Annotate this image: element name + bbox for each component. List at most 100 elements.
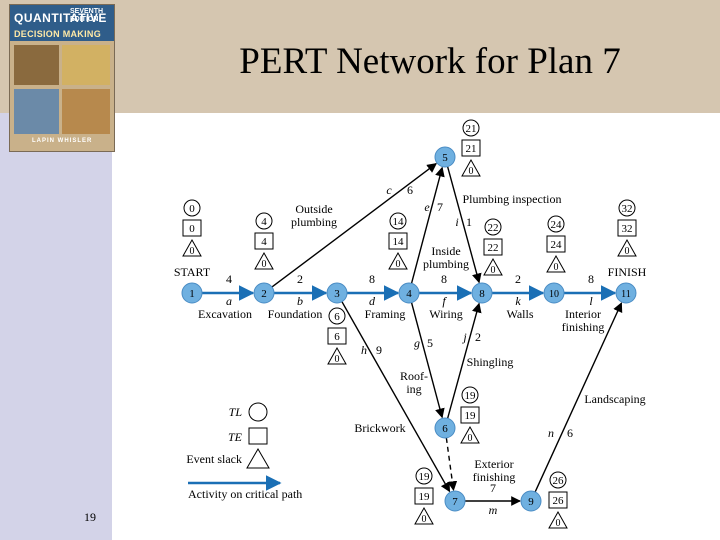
activity-name: Roof- [400,369,428,383]
event-te-value: 19 [465,410,477,422]
activity-arrow-6-7 [446,438,453,490]
activity-name: Brickwork [354,421,405,435]
event-label: FINISH [608,265,647,279]
event-te-value: 32 [622,223,633,235]
activity-letter: g [414,336,420,350]
activity-name: Foundation [268,307,323,321]
event-tl-value: 22 [488,222,499,234]
event-tl-value: 14 [393,216,405,228]
event-number: 3 [334,288,340,300]
activity-letter: c [386,183,392,197]
activity-time: 1 [466,215,472,229]
event-slack-value: 0 [396,259,401,270]
activity-name: Shingling [467,355,514,369]
event-slack-value: 0 [554,262,559,273]
activity-name: Inside [431,244,460,258]
activity-letter: b [297,294,303,308]
activity-time: 4 [226,272,232,286]
event-label: START [174,265,211,279]
activity-time: 2 [475,330,481,344]
legend-tl-circle [249,403,267,421]
event-number: 4 [406,288,412,300]
activity-time: 8 [588,272,594,286]
legend: TL TE Event slackActivity on critical path [186,403,302,501]
activity-name: Landscaping [584,392,645,406]
activity-time: 2 [297,272,303,286]
activity-letter: e [424,200,430,214]
event-tl-value: 6 [334,311,340,323]
activity-letter: d [369,294,376,308]
activity-time: 7 [437,200,443,214]
event-slack-value: 0 [556,518,561,529]
activity-letter: h [361,343,367,357]
activity-name: finishing [473,470,516,484]
event-slack-value: 0 [422,514,427,525]
activity-time: 5 [427,336,433,350]
activity-time: 6 [567,426,573,440]
activity-time: 8 [441,272,447,286]
event-te-value: 24 [551,239,563,251]
event-number: 6 [442,423,448,435]
event-number: 9 [528,496,534,508]
event-slack-value: 0 [335,354,340,365]
activity-name: Excavation [198,307,252,321]
event-slack-value: 0 [190,246,195,257]
event-slack-value: 0 [468,433,473,444]
activity-letter: n [548,426,554,440]
activity-name: plumbing [423,257,469,271]
activity-name: plumbing [291,215,337,229]
event-number: 10 [549,289,559,300]
event-number: 8 [479,288,485,300]
activity-name: Walls [506,307,533,321]
activity-name: Exterior [474,457,513,471]
event-te-value: 26 [553,495,565,507]
activity-letter: j [461,330,467,344]
event-slack-value: 0 [262,259,267,270]
activity-name: Outside [295,202,332,216]
legend-te-square [249,428,267,444]
event-tl-value: 24 [551,219,563,231]
event-te-value: 22 [488,242,499,254]
event-number: 11 [621,289,631,300]
event-tl-value: 26 [553,475,565,487]
activity-name: Framing [365,307,406,321]
activity-name: Interior [565,307,601,321]
activity-time: 8 [369,272,375,286]
activity-time: 6 [407,183,413,197]
legend-critical-label: Activity on critical path [188,487,302,501]
legend-te-label: TE [228,430,243,444]
activity-letter: a [226,294,232,308]
event-tl-value: 19 [465,390,477,402]
event-slack-value: 0 [469,166,474,177]
activity-letter: m [489,503,498,517]
event-te-value: 4 [261,236,267,248]
event-number: 1 [189,288,195,300]
event-te-value: 14 [393,236,405,248]
activity-name: Plumbing inspection [463,192,562,206]
legend-tl-label: TL [229,405,243,419]
event-tl-value: 19 [419,471,431,483]
activity-letter: l [589,294,593,308]
activity-name: ing [406,382,421,396]
event-tl-value: 0 [189,203,195,215]
activity-time: 2 [515,272,521,286]
activity-letter: k [515,294,521,308]
legend-slack-triangle [247,449,269,468]
event-te-value: 21 [466,143,477,155]
event-number: 5 [442,152,448,164]
event-te-value: 6 [334,331,340,343]
event-slack-value: 0 [625,246,630,257]
activity-letter: f [442,294,447,308]
event-slack-value: 0 [491,265,496,276]
event-te-value: 0 [189,223,195,235]
activity-letter: i [455,215,458,229]
legend-slack-label: Event slack [186,452,242,466]
activity-name: Wiring [429,307,463,321]
event-tl-value: 32 [622,203,633,215]
activity-arrow-3-7 [342,302,450,492]
event-te-value: 19 [419,491,431,503]
activity-name: finishing [562,320,605,334]
event-number: 7 [452,496,458,508]
activity-time: 9 [376,343,382,357]
